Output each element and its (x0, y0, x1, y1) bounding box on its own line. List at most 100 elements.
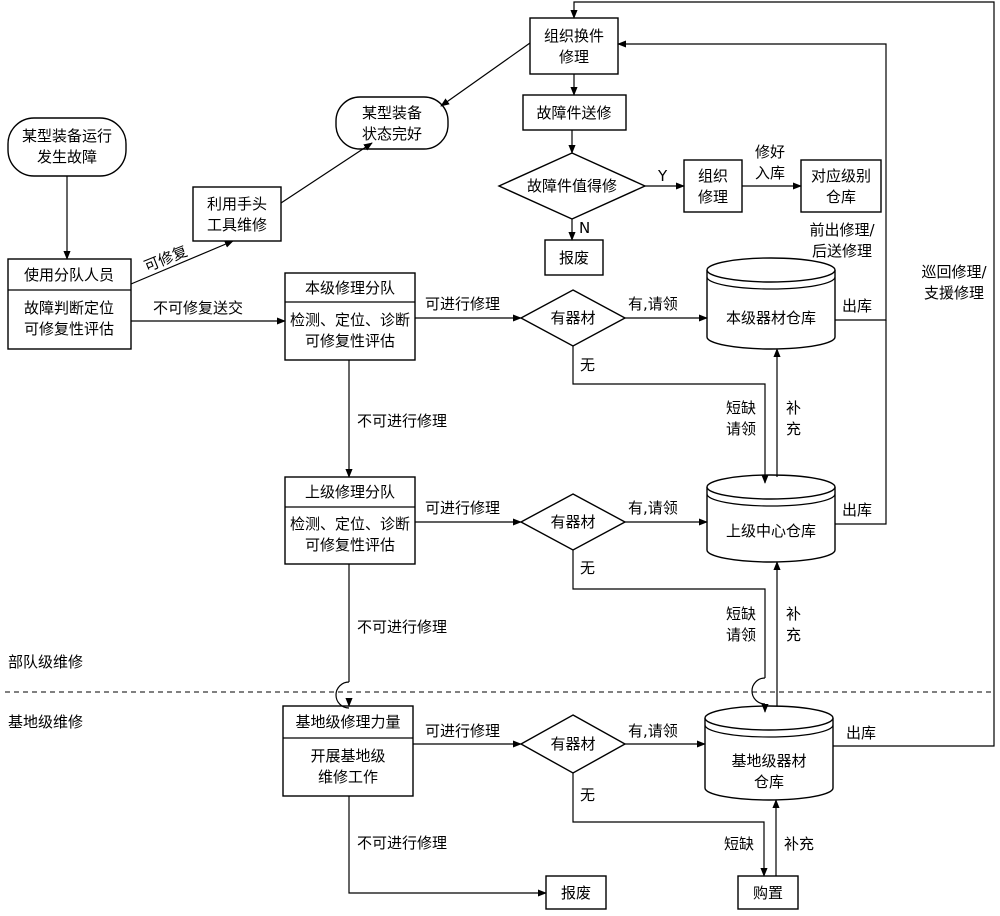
hand-tool-text: 利用手头工具维修 (207, 195, 267, 234)
label-cannot-repair-1: 不可进行修理 (357, 412, 447, 430)
hand-tool-text-line: 利用手头 (207, 195, 267, 213)
label-forward-back-line: 后送修理 (812, 242, 872, 260)
label-cannot-repair-1-line: 不可进行修理 (357, 412, 447, 430)
base-repair-box (282, 705, 414, 797)
scrap-top-box (544, 239, 604, 276)
local-body-text-line: 可修复性评估 (305, 332, 395, 350)
user-title-text: 使用分队人员 (24, 266, 114, 284)
label-forward-back-line: 前出修理/ (809, 221, 875, 239)
label-has-claim-2-line: 有,请领 (628, 499, 678, 517)
label-can-repair-2: 可进行修理 (425, 499, 500, 517)
user-body-text: 故障判断定位可修复性评估 (24, 299, 114, 338)
local-repair-box (284, 272, 416, 361)
level-warehouse-text-line: 对应级别 (811, 167, 871, 185)
local-body-text-line: 检测、定位、诊断 (290, 311, 410, 329)
label-shortage-claim-1-line: 请领 (726, 420, 756, 438)
org-swap-text: 组织换件修理 (544, 27, 604, 66)
local-body-text: 检测、定位、诊断可修复性评估 (290, 311, 410, 350)
zone-unit-level-line: 部队级维修 (8, 653, 83, 671)
upper-store-text-line: 上级中心仓库 (726, 522, 816, 540)
label-can-repair-2-line: 可进行修理 (425, 499, 500, 517)
hand-tool-text-line: 工具维修 (207, 216, 267, 234)
local-title-text-line: 本级修理分队 (305, 279, 395, 297)
purchase-text: 购置 (753, 884, 783, 902)
level-warehouse-text: 对应级别仓库 (811, 167, 871, 206)
label-patrol-support-line: 巡回修理/ (921, 263, 987, 281)
label-none-1-line: 无 (580, 356, 595, 374)
label-none-3: 无 (580, 786, 595, 804)
upper-body-text-line: 检测、定位、诊断 (290, 515, 410, 533)
local-store-text-line: 本级器材仓库 (726, 309, 816, 327)
has-material-text-1-line: 有器材 (550, 309, 595, 327)
user-body-text-line: 故障判断定位 (24, 299, 114, 317)
base-store-text: 基地级器材仓库 (731, 752, 806, 791)
label-supplement-1-line: 补 (786, 399, 801, 417)
label-none-2-line: 无 (580, 559, 595, 577)
fault-start-text-line: 发生故障 (37, 148, 97, 166)
label-has-claim-1: 有,请领 (628, 295, 678, 313)
label-cannot-repair-3: 不可进行修理 (357, 834, 447, 852)
upper-title-text-line: 上级修理分队 (305, 483, 395, 501)
has-material-text-3: 有器材 (550, 735, 595, 753)
upper-title-text: 上级修理分队 (305, 483, 395, 501)
send-repair-text: 故障件送修 (536, 104, 611, 122)
has-material-text-2-line: 有器材 (550, 513, 595, 531)
base-body-text: 开展基地级维修工作 (310, 747, 385, 786)
user-body-text-line: 可修复性评估 (24, 320, 114, 338)
fault-start-text: 某型装备运行发生故障 (22, 127, 112, 166)
label-supplement-2: 补充 (786, 605, 801, 644)
upper-store-text: 上级中心仓库 (726, 522, 816, 540)
label-shortage-claim-2-line: 请领 (726, 626, 756, 644)
label-repairable: 可修复 (142, 242, 190, 276)
hand-tool-box (192, 186, 282, 242)
label-can-repair-3: 可进行修理 (425, 722, 500, 740)
label-shortage-claim-1: 短缺请领 (726, 399, 756, 438)
label-fixed-in-line: 入库 (755, 164, 785, 182)
state-ok-text-line: 状态完好 (362, 125, 422, 143)
label-out-3: 出库 (846, 724, 876, 742)
label-out-1-line: 出库 (842, 297, 872, 315)
base-body-text-line: 维修工作 (318, 768, 378, 786)
send-repair-box (522, 94, 627, 131)
label-shortage-claim-2: 短缺请领 (726, 605, 756, 644)
label-out-2: 出库 (842, 501, 872, 519)
label-none-2: 无 (580, 559, 595, 577)
label-shortage-3: 短缺 (724, 835, 754, 853)
user-unit-box (7, 258, 132, 350)
label-fixed-in: 修好入库 (755, 143, 785, 182)
scrap-bottom-text-line: 报废 (561, 884, 591, 902)
purchase-box (737, 875, 799, 910)
label-out-3-line: 出库 (846, 724, 876, 742)
label-can-repair-1-line: 可进行修理 (425, 295, 500, 313)
org-swap-text-line: 修理 (559, 48, 589, 66)
has-material-text-2: 有器材 (550, 513, 595, 531)
zone-unit-level: 部队级维修 (8, 653, 83, 671)
send-repair-text-line: 故障件送修 (536, 104, 611, 122)
scrap-bottom-box (545, 875, 607, 910)
label-cannot-repair-2-line: 不可进行修理 (357, 618, 447, 636)
label-out-2-line: 出库 (842, 501, 872, 519)
label-shortage-claim-1-line: 短缺 (726, 399, 756, 417)
label-cannot-repair-3-line: 不可进行修理 (357, 834, 447, 852)
fault-start-text-line: 某型装备运行 (22, 127, 112, 145)
base-store-cylinder (704, 705, 834, 801)
user-title-text-line: 使用分队人员 (24, 266, 114, 284)
label-supplement-3: 补充 (784, 835, 814, 853)
label-fixed-in-line: 修好 (755, 143, 785, 161)
label-no: N (579, 219, 590, 237)
level-warehouse-text-line: 仓库 (826, 188, 856, 206)
base-title-text-line: 基地级修理力量 (295, 713, 400, 731)
label-supplement-2-line: 充 (786, 626, 801, 644)
label-forward-back: 前出修理/后送修理 (809, 221, 875, 260)
state-ok-text-line: 某型装备 (362, 104, 422, 122)
upper-store-cylinder (706, 474, 836, 563)
state-ok-terminal (335, 96, 449, 150)
label-repairable-line: 可修复 (142, 242, 190, 276)
state-ok-text: 某型装备状态完好 (362, 104, 422, 143)
upper-body-text-line: 可修复性评估 (305, 536, 395, 554)
label-none-1: 无 (580, 356, 595, 374)
worth-repair-text-line: 故障件值得修 (527, 177, 617, 195)
label-cannot-repair-2: 不可进行修理 (357, 618, 447, 636)
label-shortage-3-line: 短缺 (724, 835, 754, 853)
